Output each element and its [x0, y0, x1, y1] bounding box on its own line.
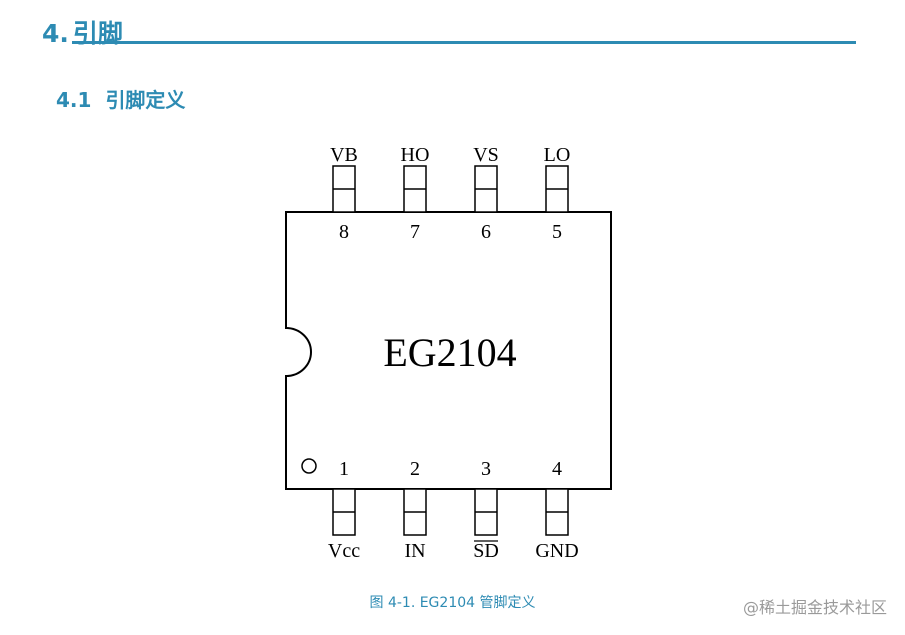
pin-label: GND: [535, 540, 578, 562]
chip-notch: [285, 327, 312, 377]
pin1-marker: [301, 458, 317, 474]
pin-number: 8: [339, 221, 349, 243]
pin-label: Vcc: [328, 540, 360, 562]
pin-3: 3SD: [473, 458, 499, 562]
pin-5: 5 LO: [544, 144, 571, 243]
pin-label: IN: [404, 540, 425, 562]
pin-8: 8 VB: [330, 144, 358, 243]
pin-2: 2IN: [403, 458, 427, 562]
pin-number: 2: [410, 458, 420, 480]
pin-number: 6: [481, 221, 491, 243]
chip-body: [285, 211, 612, 490]
chip-name: EG2104: [383, 330, 516, 375]
watermark: @稀土掘金技术社区: [742, 598, 887, 617]
subsection-heading: 4.1 引脚定义: [56, 84, 185, 113]
section-number: 4.: [42, 19, 69, 48]
pin-number: 4: [552, 458, 562, 480]
pin-label: VB: [330, 144, 358, 166]
pin-number: 1: [339, 458, 349, 480]
figure-caption: 图 4-1. EG2104 管脚定义: [369, 595, 536, 611]
section-heading-rule: [72, 41, 856, 44]
pin-number: 7: [410, 221, 420, 243]
pin-label: VS: [473, 144, 499, 166]
pin-label: LO: [544, 144, 571, 166]
pin-label: SD: [473, 540, 499, 562]
pin-6: 6 VS: [473, 144, 499, 243]
pin-number: 5: [552, 221, 562, 243]
pin-label: HO: [401, 144, 430, 166]
subsection-number: 4.1: [56, 88, 92, 112]
pin-number: 3: [481, 458, 491, 480]
pin-7: 7 HO: [401, 144, 430, 243]
subsection-title: 引脚定义: [105, 88, 186, 112]
